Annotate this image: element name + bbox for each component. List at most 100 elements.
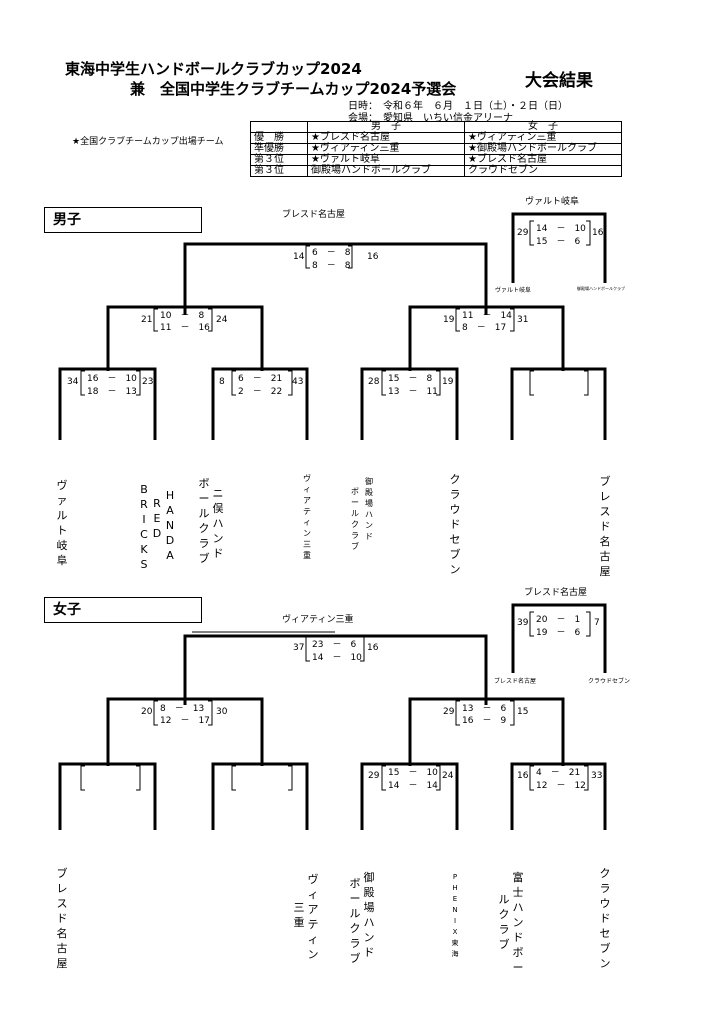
boys-qf1-half2: 18 － 13 [87,387,137,397]
girls-third-team-left: ブレスド名古屋 [494,678,537,685]
boys-final-bracket [305,245,353,269]
girls-third-right-score: 7 [594,618,600,628]
girls-team-5b: ルクラブ [498,893,510,951]
boys-final-half1: 6 － 8 [312,248,351,258]
girls-semi-right-line [408,697,565,766]
boys-qf1-right-score: 23 [142,377,154,387]
boys-qf2-half2: 2 － 22 [238,387,283,397]
girls-team-3b: ボールクラブ [349,877,361,965]
boys-team-7: ブレスド名古屋 [599,475,611,578]
girls-final-bracket [305,636,365,662]
girls-semi-left-right-score: 30 [216,707,228,717]
boys-team-1: ヴァルト岐阜 [56,479,68,567]
boys-final-left-score: 14 [293,252,305,262]
girls-qf4-half1: 4 － 21 [536,768,581,778]
boys-qf1-line [58,367,157,440]
boys-semi-left-right-score: 24 [216,315,228,325]
qualifier-note: ★全国クラブチームカップ出場チーム [72,137,224,147]
girls-qf1-line [58,762,157,830]
girls-final-left-score: 37 [293,643,305,653]
boys-team-6: クラウドセブン [449,473,461,576]
girls-qf3-right-score: 24 [442,771,454,781]
girls-semi-right-left-score: 29 [443,707,455,717]
girls-semi-right-half2: 16 － 9 [462,716,507,726]
girls-semi-left-left-score: 20 [141,707,153,717]
boys-team-5b: ボールクラブ [351,487,359,551]
table-cell: 第３位 [250,165,308,177]
boys-qf3-left-score: 28 [368,377,380,387]
boys-third-team-left: ヴァルト岐阜 [495,287,532,294]
girls-team-6: クラウドセブン [599,867,611,970]
title-line-1: 東海中学生ハンドボールクラブカップ2024 [65,60,362,78]
boys-semi-left-half1: 10 － 8 [160,311,205,321]
boys-third-right-score: 16 [592,228,604,238]
girls-qf3-half1: 15 － 10 [388,768,438,778]
girls-semi-right-bracket [455,700,515,726]
boys-semi-left-left-score: 21 [141,315,153,325]
boys-qf2-right-score: 43 [292,377,304,387]
girls-third-bracket [529,611,591,637]
boys-third-winner: ヴァルト岐阜 [525,197,580,207]
boys-team-4: ヴィアティン三重 [303,474,311,560]
girls-team-3a: 御殿場ハンド [363,871,375,959]
table-row: 優 勝 ★ブレスド名古屋 ★ヴィアティン三重 [250,132,622,144]
girls-qf4-bracket [529,765,589,791]
girls-team-5a: 富士ハンドボー [512,871,524,974]
boys-qf3-half1: 15 － 8 [388,374,433,384]
boys-final-line [183,242,488,315]
boys-qf1-half1: 16 － 10 [87,374,137,384]
girls-qf2-line [211,762,309,830]
girls-qf4-right-score: 33 [591,771,603,781]
girls-qf1-bracket [80,765,141,791]
boys-qf4-line [510,367,607,440]
boys-qf3-half2: 13 － 11 [388,387,438,397]
boys-team-5a: 御殿場ハンド [365,477,373,541]
girls-qf4-line [510,762,607,830]
girls-final-line [183,634,488,705]
girls-third-line [511,603,607,673]
boys-qf2-left-score: 8 [219,377,225,387]
girls-third-team-right: クラウドセブン [588,678,631,685]
boys-semi-left-half2: 11 － 16 [160,323,210,333]
boys-team-3b: ボールクラブ [198,477,210,565]
girls-qf3-half2: 14 － 14 [388,781,438,791]
boys-semi-right-bracket [455,308,515,332]
result-label: 大会結果 [525,71,593,91]
girls-semi-left-bracket [153,700,213,726]
girls-qf2-bracket [231,765,293,791]
boys-final-right-score: 16 [367,252,379,262]
boys-semi-left-line [106,305,264,371]
boys-qf3-right-score: 19 [442,377,454,387]
girls-team-2b: 三重 [293,901,305,929]
boys-section-label: 男子 [44,207,202,233]
boys-semi-right-right-score: 31 [517,315,529,325]
girls-semi-right-half1: 13 － 6 [462,704,507,714]
boys-semi-right-half1: 11 － 14 [462,311,512,321]
boys-qf3-line [360,367,459,440]
table-row: 第３位 御殿場ハンドボールクラブ クラウドセブン [250,165,622,177]
girls-qf4-left-score: 16 [517,771,529,781]
boys-third-half2: 15 － 6 [536,237,581,247]
table-cell: クラウドセブン [464,165,622,177]
boys-semi-right-left-score: 19 [443,315,455,325]
girls-final-half2: 14 － 10 [312,653,362,663]
boys-qf2-line [211,367,309,440]
girls-third-left-score: 39 [517,618,529,628]
boys-qf2-half1: 6 － 21 [238,374,283,384]
girls-section-label: 女子 [44,597,202,623]
results-table: 男 子 女 子 優 勝 ★ブレスド名古屋 ★ヴィアティン三重 準優勝 ★ヴィアテ… [250,121,622,177]
boys-qf4-bracket [529,370,589,396]
boys-semi-left-bracket [153,308,213,332]
girls-qf3-line [360,762,459,830]
girls-semi-left-half2: 12 － 17 [160,716,210,726]
girls-third-winner: ブレスド名古屋 [524,588,588,598]
table-row: 第３位 ★ヴァルト岐阜 ★ブレスド名古屋 [250,154,622,166]
boys-third-bracket [529,220,591,246]
girls-qf4-half2: 12 － 12 [536,781,586,791]
girls-final-half1: 23 － 6 [312,640,357,650]
girls-semi-right-right-score: 15 [517,707,529,717]
